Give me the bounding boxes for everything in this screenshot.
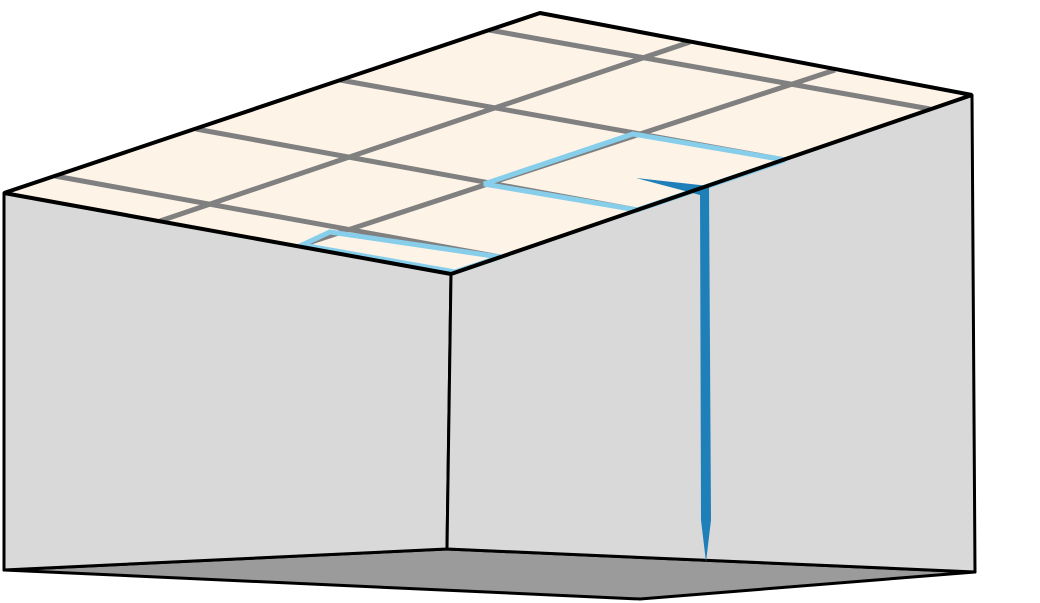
marker-pole <box>700 186 711 562</box>
ceiling-back-left-edge <box>3 11 973 195</box>
ceiling-front-edges <box>3 93 973 276</box>
grid-line <box>159 39 691 224</box>
grid-line <box>54 173 501 260</box>
grid-line <box>488 27 931 112</box>
ceiling-edges <box>3 11 973 276</box>
